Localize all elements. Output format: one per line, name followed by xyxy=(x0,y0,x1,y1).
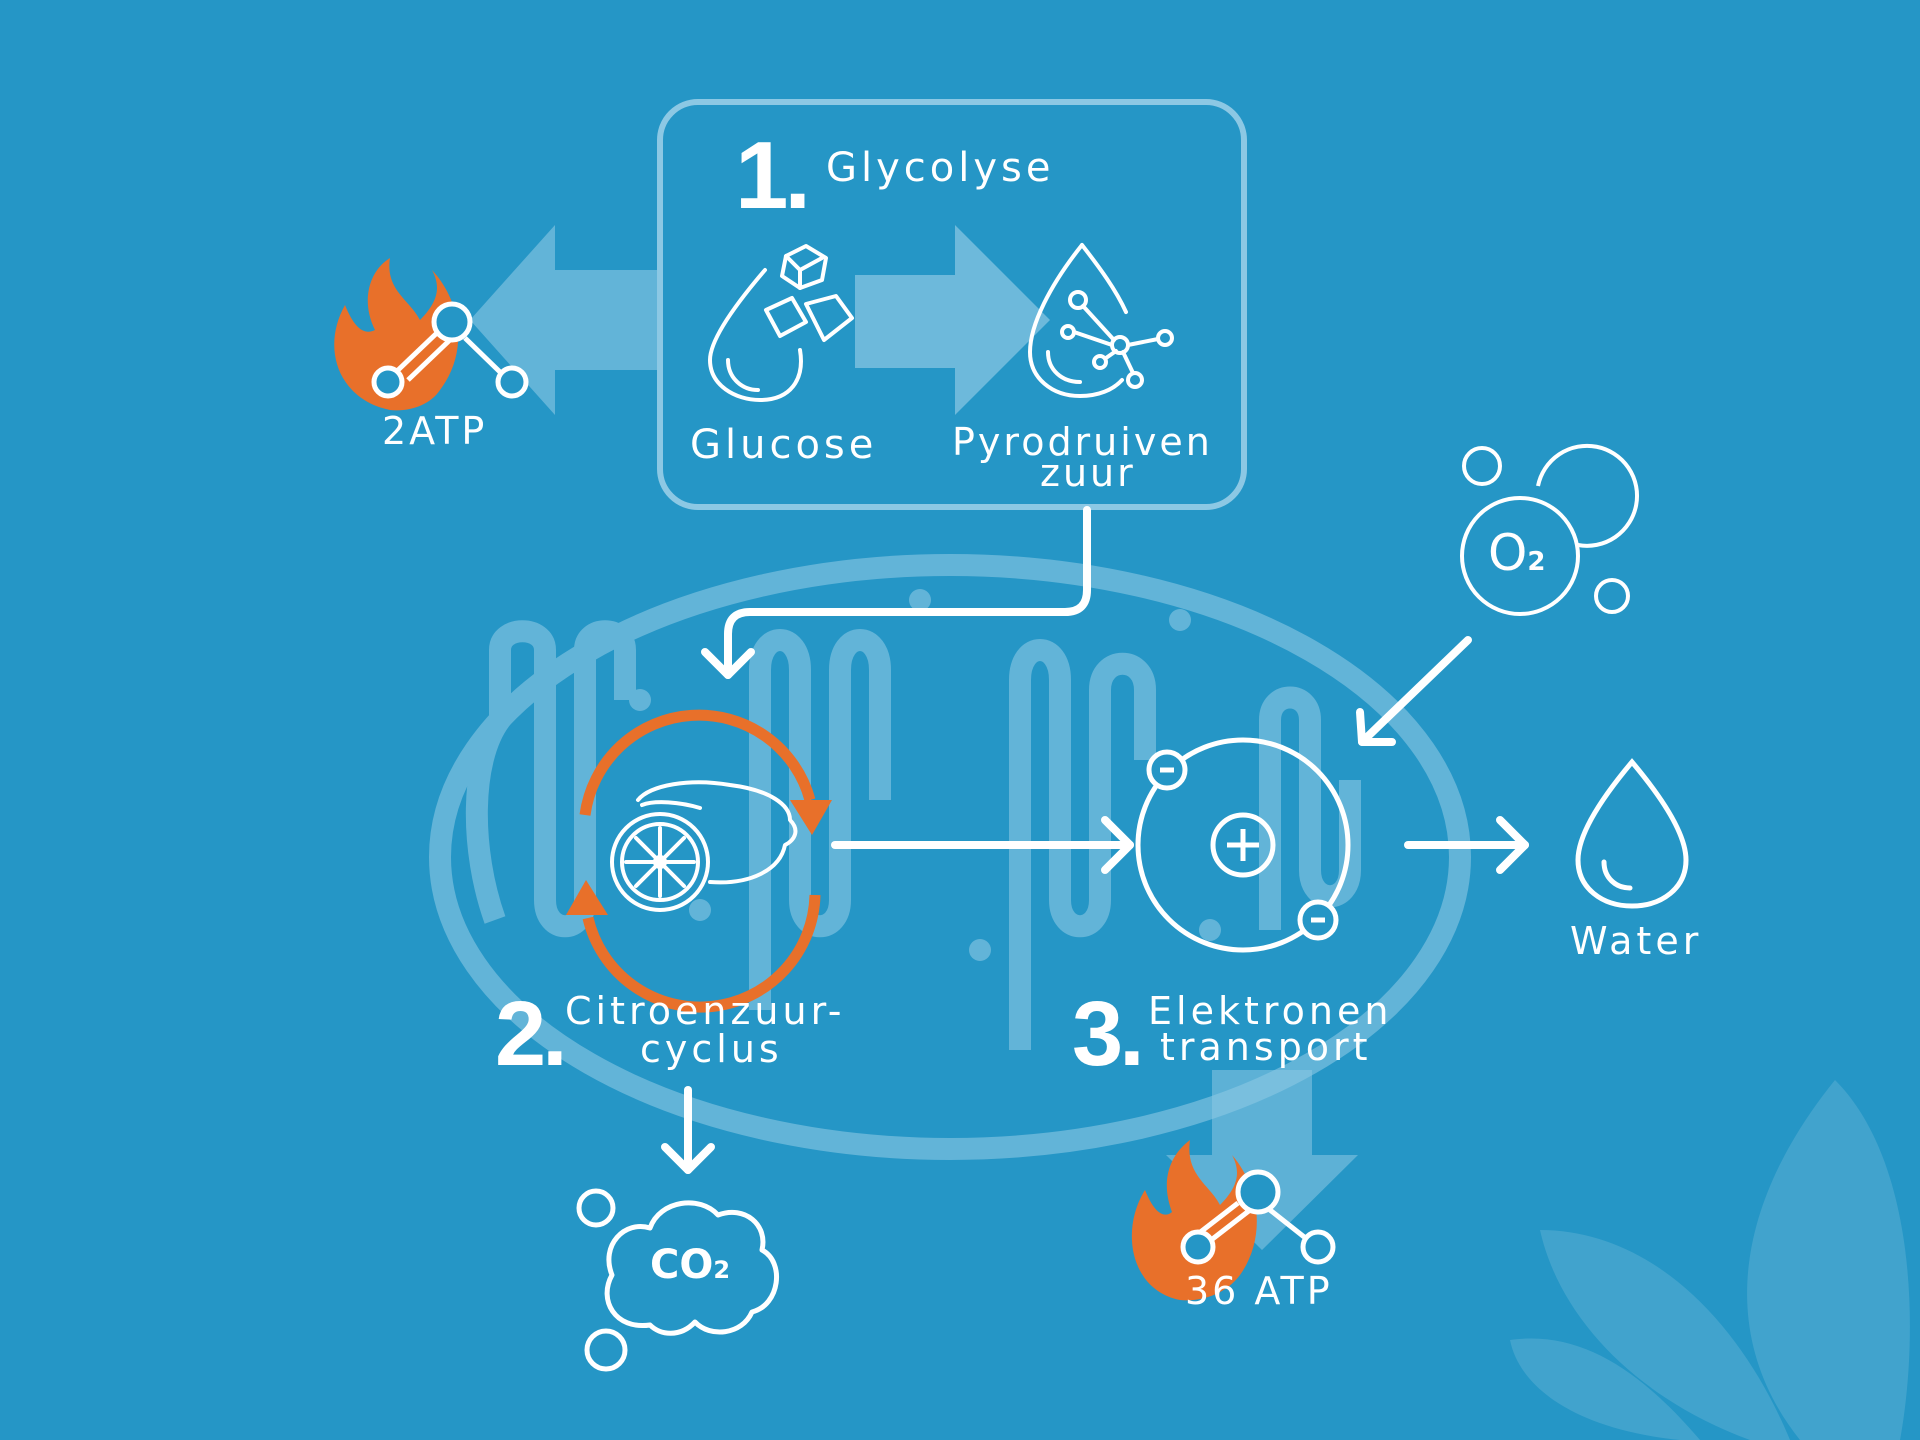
step-3-name-line1: Elektronen xyxy=(1148,989,1393,1033)
oxygen-subscript: 2 xyxy=(1527,547,1546,577)
water-label: Water xyxy=(1570,919,1703,963)
sugar-drop-icon xyxy=(708,244,854,402)
atp-flame-icon xyxy=(334,258,529,411)
pyruvate-to-cycle-arrow xyxy=(724,506,1091,679)
step-2-number: 2. xyxy=(495,983,568,1085)
molecule-drop-icon xyxy=(1028,243,1174,398)
lemon-cycle-icon xyxy=(566,709,832,1013)
atp-36-label: 36 ATP xyxy=(1185,1269,1333,1313)
step-2-name-line1: Citroenzuur- xyxy=(565,989,846,1033)
oxygen-symbol: O2 xyxy=(1488,528,1545,578)
atom-icon xyxy=(1135,737,1351,953)
pyruvate-label-line1: Pyrodruiven xyxy=(952,420,1213,464)
step-3-number: 3. xyxy=(1072,983,1145,1085)
mitochondrion-icon xyxy=(429,554,1471,1160)
step-1-name: Glycolyse xyxy=(826,145,1055,191)
atp-2-label: 2ATP xyxy=(382,409,488,453)
step-1-number: 1. xyxy=(735,122,811,229)
lotus-logo-icon xyxy=(1510,1080,1910,1440)
atp-flame-icon xyxy=(1131,1140,1336,1301)
co2-subscript: 2 xyxy=(713,1256,731,1284)
glucose-to-pyruvate-arrow xyxy=(855,225,1050,415)
co2-symbol: CO2 xyxy=(650,1245,730,1285)
pyruvate-label-line2: zuur xyxy=(1040,451,1136,495)
water-drop-icon xyxy=(1575,758,1689,909)
step-3-name-line2: transport xyxy=(1160,1025,1372,1069)
oxygen-bubbles-icon xyxy=(1460,443,1640,616)
step-2-name-line2: cyclus xyxy=(640,1027,783,1071)
etc-to-atp-arrow xyxy=(1166,1070,1358,1250)
co2-letters: CO xyxy=(650,1242,714,1288)
co2-cloud-icon xyxy=(576,1188,779,1372)
glucose-label: Glucose xyxy=(690,422,878,468)
oxygen-letter: O xyxy=(1488,524,1528,582)
